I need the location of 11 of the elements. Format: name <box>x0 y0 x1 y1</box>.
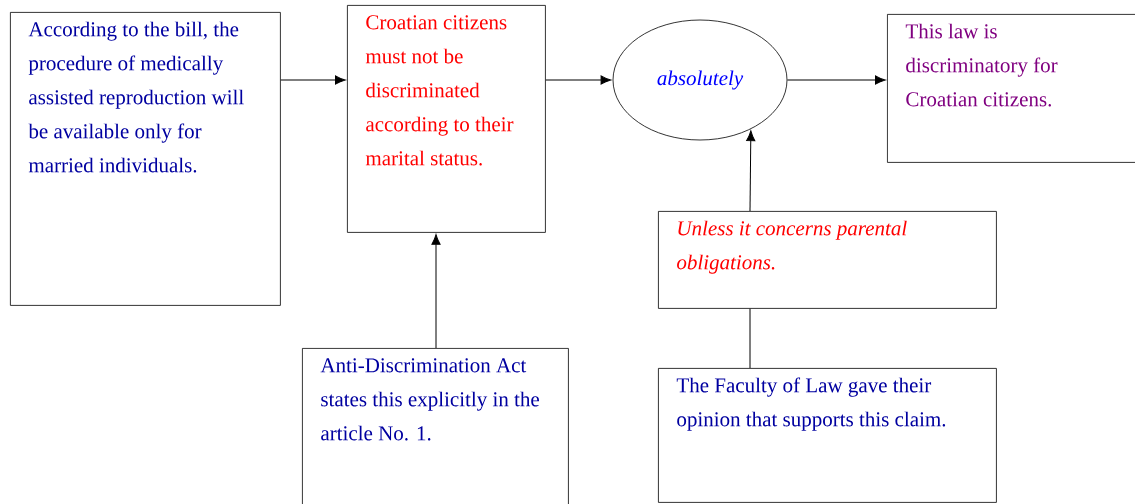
arrow <box>280 75 346 85</box>
arrow <box>545 75 612 85</box>
text-box: The Faculty of Law gave their opinion that supports this claim. <box>658 368 997 503</box>
text-box: Croatian citizens must not be discriminated according to their marital status. <box>347 5 546 233</box>
text-box: This law is discriminatory for Croatian citizens. <box>887 14 1135 163</box>
arrow <box>786 75 886 85</box>
text-box: Anti-Discrimination Act states this explicitly in the article No. 1. <box>302 348 569 504</box>
arrow <box>431 234 441 349</box>
text-box: According to the bill, the procedure of medically assisted reproduction will be available only for married individuals. <box>10 12 281 306</box>
text-box: Unless it concerns parental obligations. <box>658 211 997 309</box>
arrow <box>746 130 756 212</box>
